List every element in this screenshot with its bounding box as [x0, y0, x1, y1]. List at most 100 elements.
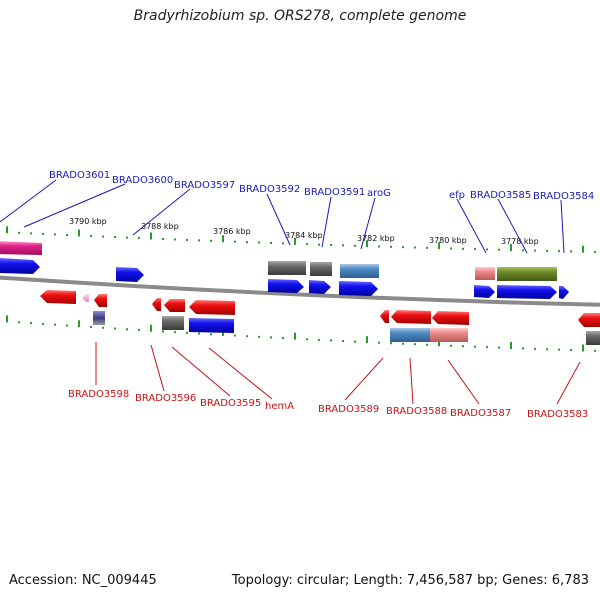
gene-blue-3595[interactable]: [189, 318, 234, 333]
tick-top-minor: [258, 241, 260, 244]
tick-top-minor: [186, 238, 188, 241]
gene-steel-3589[interactable]: [390, 328, 430, 342]
gene-brado3588[interactable]: [432, 311, 469, 325]
genome-backbone: [0, 275, 600, 307]
gene-gray-3592[interactable]: [268, 261, 306, 275]
gene-brado3600[interactable]: [0, 258, 40, 274]
tick-top-minor: [30, 232, 32, 235]
gene-brado3589-b[interactable]: [391, 310, 431, 324]
tick-bottom-minor: [162, 330, 164, 333]
label-brado3585[interactable]: BRADO3585: [470, 190, 531, 201]
tick-bottom-minor: [42, 322, 44, 325]
label-brado3587[interactable]: BRADO3587: [450, 408, 511, 419]
gene-brado3589-a[interactable]: [380, 310, 389, 323]
label-hema[interactable]: hemA: [265, 401, 294, 412]
tick-bottom-minor: [138, 329, 140, 332]
gene-brado3598-a[interactable]: [40, 290, 76, 304]
tick-bottom-minor: [342, 340, 344, 343]
label-arog[interactable]: aroG: [367, 188, 391, 199]
kbp-label-3780: 3780 kbp: [429, 236, 467, 245]
gene-arog[interactable]: [339, 281, 378, 296]
gene-gray-3596[interactable]: [162, 316, 184, 330]
tick-bottom-minor: [54, 323, 56, 326]
kbp-label-3788: 3788 kbp: [141, 222, 179, 231]
tick-bottom-minor: [306, 338, 308, 341]
tick-top-minor: [90, 235, 92, 238]
tick-bottom-minor: [126, 328, 128, 331]
gene-brado3591[interactable]: [309, 280, 331, 294]
tick-top-major: [222, 235, 224, 243]
tick-top-major: [366, 240, 368, 248]
gene-brado3595[interactable]: [189, 300, 235, 315]
tick-top-minor: [198, 239, 200, 242]
tick-bottom-minor: [498, 346, 500, 349]
tick-top-minor: [594, 250, 596, 253]
label-brado3589[interactable]: BRADO3589: [318, 404, 379, 415]
tick-top-minor: [378, 245, 380, 248]
tick-bottom-minor: [174, 331, 176, 334]
gene-brado3584[interactable]: [559, 286, 569, 299]
label-brado3597[interactable]: BRADO3597: [174, 180, 235, 191]
gene-brado3597[interactable]: [116, 267, 144, 282]
tick-top-minor: [318, 243, 320, 246]
label-brado3595[interactable]: BRADO3595: [200, 398, 261, 409]
label-brado3598[interactable]: BRADO3598: [68, 389, 129, 400]
label-brado3584[interactable]: BRADO3584: [533, 191, 594, 202]
gene-navy-3598[interactable]: [93, 311, 105, 325]
gene-salmon-3588[interactable]: [430, 328, 468, 342]
tick-top-minor: [162, 237, 164, 240]
tick-bottom-major: [510, 342, 512, 350]
gene-efp[interactable]: [474, 285, 495, 298]
top-labels: [0, 179, 565, 254]
kbp-label-3790: 3790 kbp: [69, 217, 107, 226]
tick-bottom-minor: [414, 343, 416, 346]
gene-brado3598-c[interactable]: [94, 294, 107, 307]
tick-bottom-minor: [30, 322, 32, 325]
tick-bottom-minor: [570, 349, 572, 352]
kbp-label-3782: 3782 kbp: [357, 234, 395, 243]
label-brado3600[interactable]: BRADO3600: [112, 175, 173, 186]
tick-top-major: [78, 229, 80, 237]
label-brado3592[interactable]: BRADO3592: [239, 184, 300, 195]
tick-top-minor: [486, 248, 488, 251]
gene-salmon-efp[interactable]: [475, 267, 495, 280]
tick-bottom-major: [366, 336, 368, 344]
tick-bottom-minor: [426, 343, 428, 346]
tick-bottom-minor: [522, 347, 524, 350]
tick-bottom-major: [6, 315, 8, 323]
map-title: Bradyrhizobium sp. ORS278, complete geno…: [133, 8, 467, 24]
label-brado3601[interactable]: BRADO3601: [49, 170, 110, 181]
gene-brado3596-a[interactable]: [152, 298, 161, 311]
label-brado3591[interactable]: BRADO3591: [304, 187, 365, 198]
tick-bottom-minor: [558, 348, 560, 351]
tick-top-major: [582, 245, 584, 253]
label-efp[interactable]: efp: [449, 190, 465, 201]
gene-brado3583[interactable]: [578, 313, 600, 327]
tick-top-minor: [462, 247, 464, 250]
gene-forward-lane-2: [0, 258, 569, 299]
tick-bottom-minor: [186, 331, 188, 334]
label-brado3583[interactable]: BRADO3583: [527, 409, 588, 420]
gene-steel-arog[interactable]: [340, 264, 379, 278]
gene-olive-3585[interactable]: [497, 267, 557, 281]
tick-bottom-major: [150, 324, 152, 332]
label-brado3596[interactable]: BRADO3596: [135, 393, 196, 404]
gene-gray-3591[interactable]: [310, 262, 332, 276]
accession-text: Accession: NC_009445: [9, 573, 157, 588]
gene-brado3592[interactable]: [268, 279, 304, 293]
gene-brado3585[interactable]: [497, 285, 557, 299]
label-brado3588[interactable]: BRADO3588: [386, 406, 447, 417]
gene-brado3601[interactable]: [0, 241, 42, 255]
gene-gray-3583[interactable]: [586, 331, 600, 345]
tick-top-minor: [342, 244, 344, 247]
tick-top-minor: [138, 237, 140, 240]
tick-bottom-minor: [114, 327, 116, 330]
gene-brado3596-b[interactable]: [164, 299, 185, 312]
gene-forward-lane-3: [268, 261, 557, 281]
tick-bottom-minor: [462, 345, 464, 348]
tick-bottom-major: [294, 332, 296, 340]
tick-bottom-minor: [330, 339, 332, 342]
tick-top-minor: [126, 236, 128, 239]
gene-brado3598-b[interactable]: [82, 294, 89, 302]
